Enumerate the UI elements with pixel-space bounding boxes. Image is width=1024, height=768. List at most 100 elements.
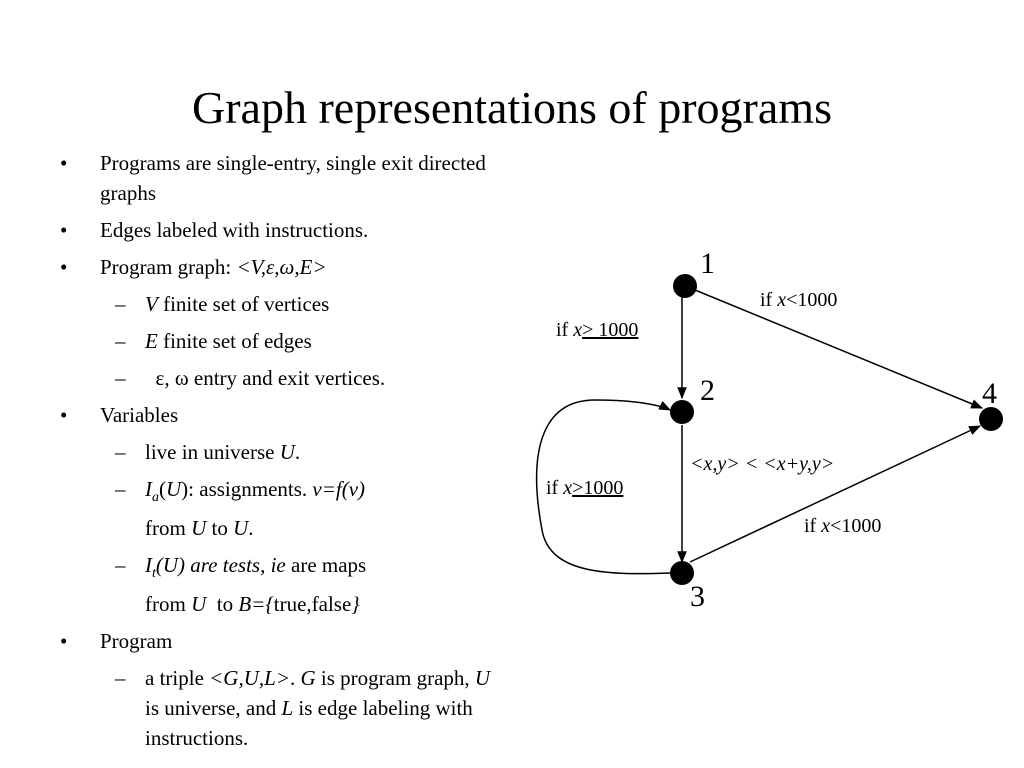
sub-bullet-item: –live in universe U. <box>60 437 500 467</box>
edge-3-2-loop <box>535 399 673 575</box>
bullet-text: is universe, and <box>145 666 501 721</box>
bullet-text: Programs are single-entry, single exit d… <box>100 151 492 205</box>
bullet-item: • Edges labeled with instructions. <box>60 215 500 245</box>
bullet-text: V <box>145 292 158 316</box>
bullet-text: } <box>351 592 360 617</box>
bullet-text: Program <box>100 629 173 654</box>
bullet-marker: • <box>60 151 68 175</box>
bullet-marker: • <box>60 255 68 279</box>
bullet-item: • Program graph: <V,ε,ω,E> <box>60 252 500 282</box>
bullet-text: from <box>145 516 192 541</box>
bullet-text: v=f(v) <box>312 477 366 501</box>
bullet-text: U <box>191 592 207 617</box>
bullet-text: Variables <box>100 403 179 427</box>
slide-title: Graph representations of programs <box>192 82 832 133</box>
bullet-list: • Programs are single-entry, single exit … <box>60 148 500 760</box>
bullet-text: U <box>166 477 182 501</box>
edge-label-part: x <box>776 289 786 311</box>
bullet-item: • Programs are single-entry, single exit … <box>60 148 500 208</box>
bullet-text: G <box>300 666 316 691</box>
bullet-text: U <box>474 666 491 691</box>
bullet-text: I <box>145 477 152 501</box>
graph-node-1 <box>673 274 697 298</box>
edge-label-part: > 1000 <box>582 319 638 341</box>
bullet-text: E <box>145 329 158 353</box>
sub-bullet-item: –V finite set of vertices <box>60 289 500 319</box>
dash-marker: – <box>115 329 126 353</box>
sub-bullet-item: –a triple <G,U,L>. G is program graph, U… <box>60 663 500 753</box>
bullet-text: t <box>152 566 156 582</box>
edge-1-4 <box>694 289 984 409</box>
edge-label-3-2: if x>1000 <box>546 477 623 499</box>
bullet-text: Edges labeled with instructions. <box>100 218 369 242</box>
edge-label-part: if <box>804 515 821 537</box>
edge-label-3-4: if x<1000 <box>804 515 881 537</box>
bullet-text: true,false <box>273 592 352 617</box>
bullet-text: . <box>290 666 301 691</box>
edge-label-part: x <box>572 319 582 341</box>
dash-marker: – <box>115 366 126 390</box>
bullet-text: ε, ω entry and exit vertices. <box>145 366 386 390</box>
bullet-text: U <box>191 516 207 541</box>
edge-label-part: x <box>820 515 830 537</box>
bullet-text: to <box>206 592 239 617</box>
bullet-text: L <box>281 696 294 721</box>
bullet-item: • Variables <box>60 400 500 430</box>
graph-node-4 <box>979 407 1003 431</box>
bullet-text: (U) are tests, ie <box>155 553 286 578</box>
sub-bullet-item: –Ia(U): assignments. v=f(v)from U to U. <box>60 474 500 543</box>
sub-bullet-item: – ε, ω entry and exit vertices. <box>60 363 500 393</box>
bullet-text: U <box>279 440 295 464</box>
bullet-text: are maps <box>285 553 367 578</box>
bullet-text: . <box>248 516 254 541</box>
bullet-text: ( <box>159 477 166 501</box>
graph-node-2 <box>670 400 694 424</box>
bullet-text: finite set of vertices <box>157 292 330 316</box>
bullet-text: Program graph: <box>100 255 237 279</box>
graph-node-3 <box>670 561 694 585</box>
program-graph-diagram: 1 2 3 4 if x> 1000 if x<1000 <x,y> < <x+… <box>535 247 1003 613</box>
bullet-text: B={ <box>238 592 274 617</box>
bullet-text: from <box>145 592 192 617</box>
bullet-text: finite set of edges <box>157 329 312 353</box>
edge-label-part: if <box>760 289 777 311</box>
bullet-marker: • <box>60 629 68 654</box>
sub-bullet-item: –It(U) are tests, ie are maps from U to B… <box>60 550 500 619</box>
bullet-marker: • <box>60 403 68 427</box>
node-label-2: 2 <box>700 374 715 407</box>
edge-label-1-4: if x<1000 <box>760 289 837 311</box>
node-label-4: 4 <box>982 377 997 410</box>
dash-marker: – <box>115 666 126 691</box>
bullet-text: U <box>233 516 249 541</box>
bullet-text: a <box>152 490 159 506</box>
edge-label-part: <x,y> < <x+y,y> <box>690 453 834 475</box>
dash-marker: – <box>115 553 126 578</box>
edge-label-part: <1000 <box>786 289 837 311</box>
edge-3-4 <box>689 425 982 563</box>
node-label-3: 3 <box>690 580 705 613</box>
edge-label-1-2: if x> 1000 <box>556 319 638 341</box>
dash-marker: – <box>115 477 126 501</box>
bullet-item: • Program <box>60 626 500 656</box>
dash-marker: – <box>115 440 126 464</box>
bullet-text: . <box>294 440 301 464</box>
bullet-text: <G,U,L> <box>209 666 290 691</box>
bullet-text: is program graph, <box>315 666 475 691</box>
sub-bullet-item: –E finite set of edges <box>60 326 500 356</box>
edge-label-part: >1000 <box>572 477 623 499</box>
bullet-text: <V,ε,ω,E> <box>236 255 327 279</box>
dash-marker: – <box>115 292 126 316</box>
bullet-text: I <box>145 553 152 578</box>
edge-label-2-3: <x,y> < <x+y,y> <box>690 453 834 475</box>
bullet-text: ): assignments. <box>181 477 313 501</box>
bullet-text: is edge labeling with instructions. <box>145 696 479 751</box>
edge-label-part: if <box>546 477 563 499</box>
bullet-text: a triple <box>145 666 210 691</box>
edge-label-part: x <box>562 477 572 499</box>
edge-label-part: if <box>556 319 573 341</box>
node-label-1: 1 <box>700 247 715 280</box>
edge-label-part: <1000 <box>830 515 881 537</box>
bullet-text: to <box>206 516 234 541</box>
bullet-text: live in universe <box>145 440 280 464</box>
bullet-marker: • <box>60 218 68 242</box>
